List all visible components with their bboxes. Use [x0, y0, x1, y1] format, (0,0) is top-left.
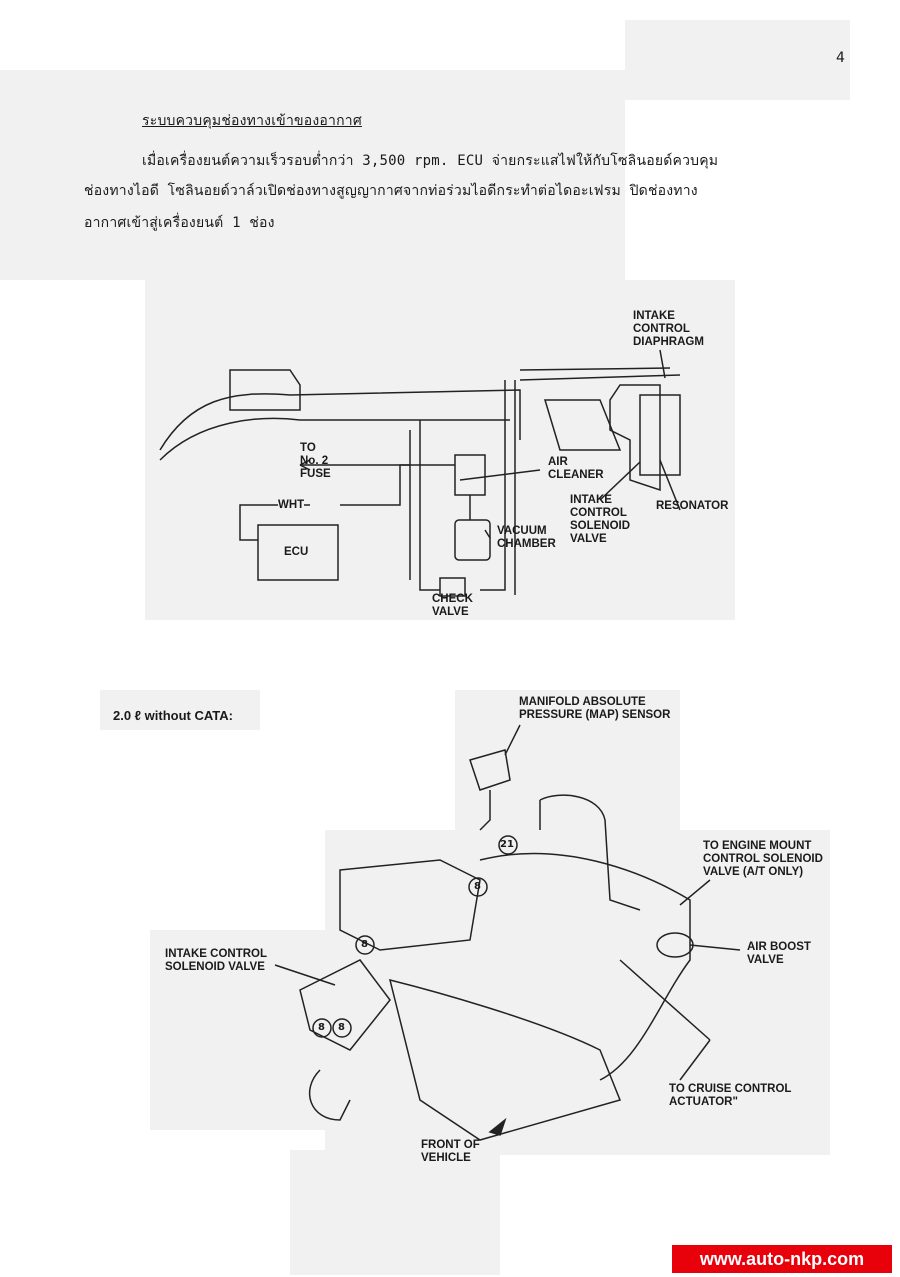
- label-map-sensor: MANIFOLD ABSOLUTE PRESSURE (MAP) SENSOR: [519, 696, 671, 721]
- label-resonator: RESONATOR: [656, 500, 729, 512]
- scan-background: [0, 70, 625, 280]
- hose-number: 8: [474, 881, 481, 892]
- scan-background: [455, 690, 680, 835]
- label-intake-control-solenoid-valve: INTAKE CONTROL SOLENOID VALVE: [165, 948, 268, 973]
- caption-2-0-without-cata: 2.0 ℓ without CATA:: [113, 708, 233, 723]
- paragraph-line: ช่องทางไอดี โซลินอยด์วาล์วเปิดช่องทางสูญ…: [84, 183, 698, 199]
- hose-number: 8: [338, 1022, 345, 1033]
- label-vacuum-chamber: VACUUM CHAMBER: [497, 525, 556, 550]
- label-cruise-control-actuator: TO CRUISE CONTROL ACTUATOR": [669, 1083, 792, 1108]
- label-check-valve: CHECK VALVE: [432, 593, 473, 618]
- label-front-of-vehicle: FRONT OF VEHICLE: [421, 1139, 480, 1164]
- label-engine-mount-solenoid: TO ENGINE MOUNT CONTROL SOLENOID VALVE (…: [703, 840, 823, 878]
- label-air-cleaner: AIR CLEANER: [548, 456, 604, 481]
- scan-background: [145, 280, 735, 620]
- hose-number: 21: [500, 839, 514, 850]
- paragraph-line: เมื่อเครื่องยนต์ความเร็วรอบต่ำกว่า 3,500…: [142, 153, 719, 169]
- scan-background: [150, 930, 330, 1130]
- label-ecu: ECU: [284, 546, 309, 558]
- label-intake-control-diaphragm: INTAKE CONTROL DIAPHRAGM: [633, 310, 704, 348]
- label-air-boost-valve: AIR BOOST VALVE: [747, 941, 811, 966]
- section-heading: ระบบควบคุมช่องทางเข้าของอากาศ: [142, 113, 362, 129]
- label-intake-control-solenoid-valve: INTAKE CONTROL SOLENOID VALVE: [570, 494, 631, 545]
- scan-background: [625, 20, 850, 100]
- label-wht: WHT: [278, 499, 305, 512]
- paragraph-line: อากาศเข้าสู่เครื่องยนต์ 1 ช่อง: [84, 215, 275, 231]
- hose-number: 8: [318, 1022, 325, 1033]
- watermark: www.auto-nkp.com: [672, 1245, 892, 1273]
- scan-background: [100, 690, 260, 730]
- hose-number: 8: [361, 939, 368, 950]
- scan-background: [325, 830, 830, 1155]
- scan-background: [290, 1150, 500, 1275]
- page-number: 4: [836, 50, 845, 66]
- label-to-no2-fuse: TO No. 2 FUSE: [300, 442, 331, 480]
